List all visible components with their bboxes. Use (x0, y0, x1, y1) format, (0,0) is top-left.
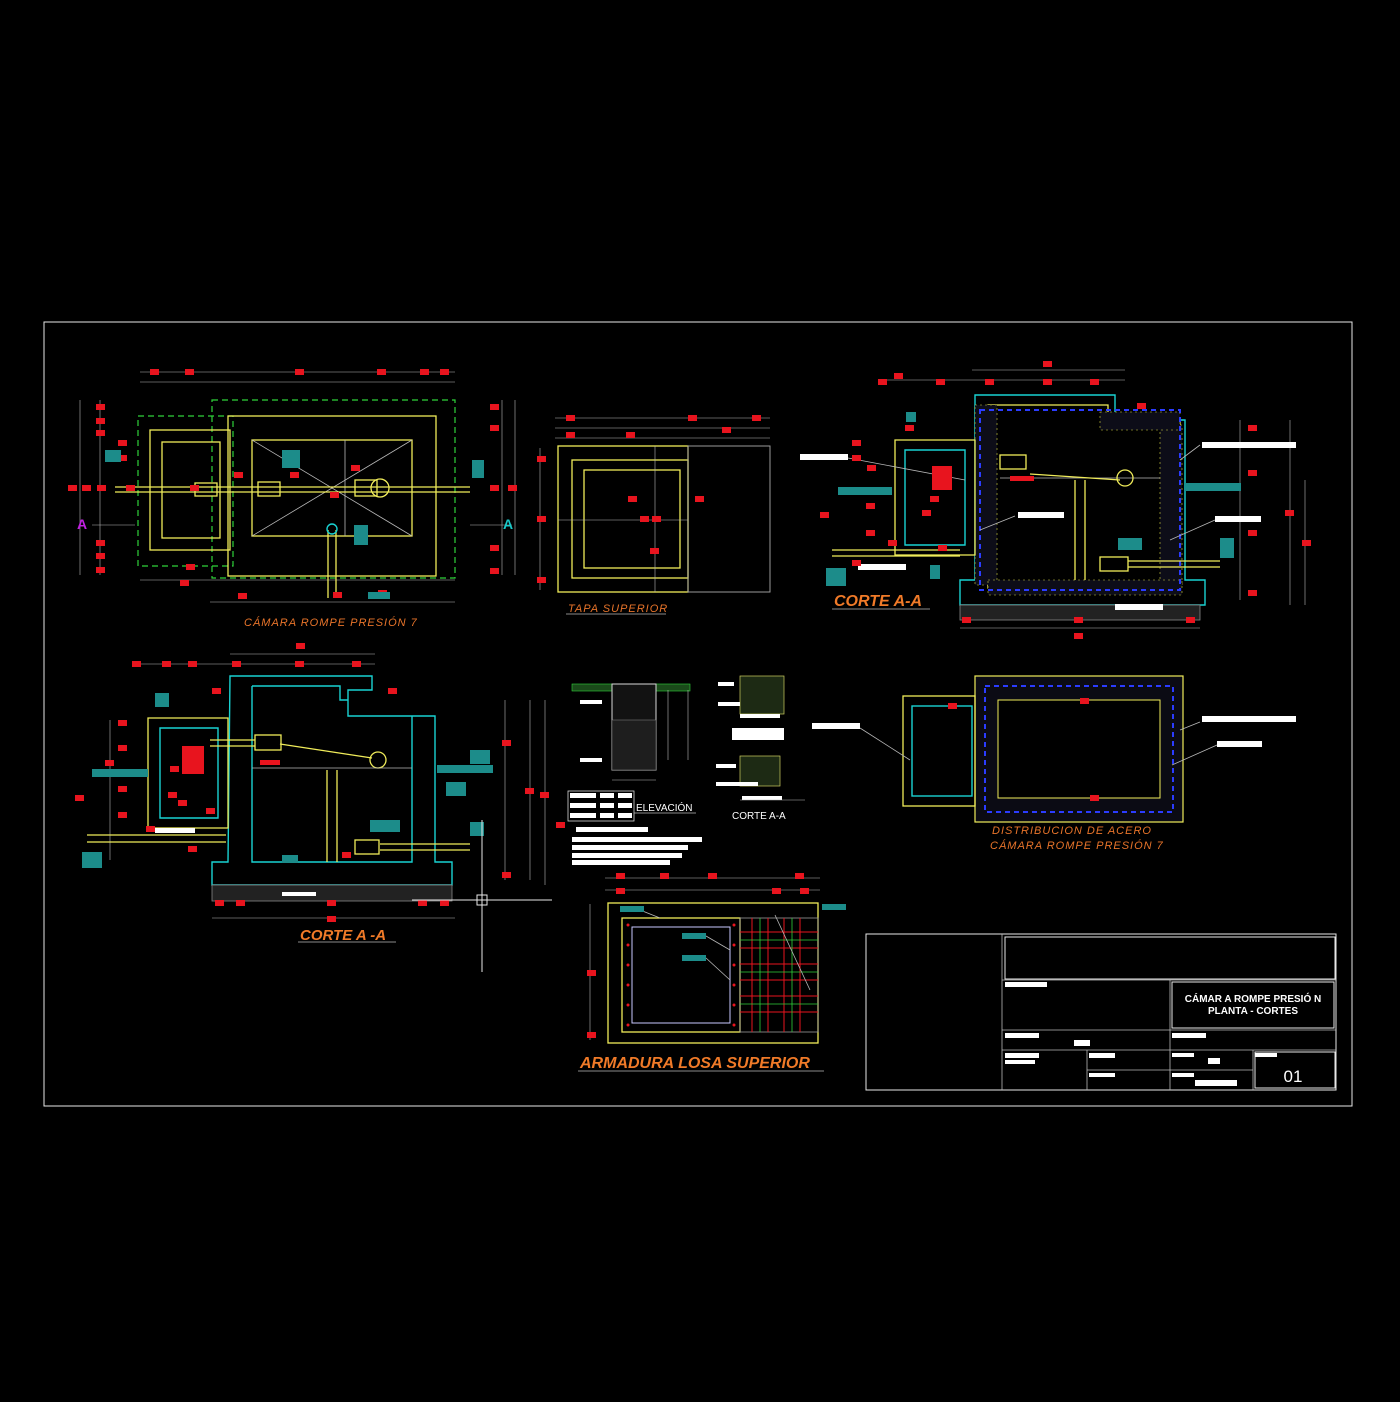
section-a-a-bottom[interactable]: CORTE A -A (75, 643, 565, 944)
slab-reinforcement[interactable]: ARMADURA LOSA SUPERIOR (578, 873, 846, 1072)
lid-view[interactable]: TAPA SUPERIOR (537, 415, 771, 615)
plan-view[interactable]: A A CÁMARA ROMPE PRESIÓN 7 (68, 369, 517, 629)
steel-distribution-title-line2: CÁMARA ROMPE PRESIÓN 7 (990, 839, 1164, 852)
steel-distribution-title-line1: DISTRIBUCION DE ACERO (992, 825, 1152, 837)
project-title-line1: CÁMAR A ROMPE PRESIÓ N (1185, 992, 1322, 1005)
section-a-a-top[interactable]: CORTE A-A (800, 361, 1311, 639)
crosshair-cursor-icon (412, 820, 552, 972)
slab-reinforcement-title: ARMADURA LOSA SUPERIOR (579, 1055, 810, 1072)
sheet-number: 01 (1284, 1067, 1303, 1086)
section-a-a-bottom-title: CORTE A -A (300, 927, 386, 944)
detail-section[interactable]: CORTE A-A (716, 675, 805, 822)
section-marker-a-left: A (77, 516, 87, 532)
section-a-a-top-title: CORTE A-A (834, 593, 922, 610)
elevation-title: ELEVACIÓN (636, 801, 693, 814)
steel-distribution[interactable]: DISTRIBUCION DE ACERO CÁMARA ROMPE PRESI… (812, 675, 1296, 852)
elevation-detail[interactable]: ELEVACIÓN (567, 683, 702, 865)
project-title-line2: PLANTA - CORTES (1208, 1006, 1298, 1017)
section-marker-a-right: A (503, 516, 513, 532)
lid-view-title: TAPA SUPERIOR (568, 603, 668, 615)
detail-section-title: CORTE A-A (732, 811, 786, 822)
plan-view-title: CÁMARA ROMPE PRESIÓN 7 (244, 616, 418, 629)
title-block[interactable]: CÁMAR A ROMPE PRESIÓ N PLANTA - CORTES 0… (865, 933, 1337, 1091)
sheet-border (43, 321, 1353, 1107)
